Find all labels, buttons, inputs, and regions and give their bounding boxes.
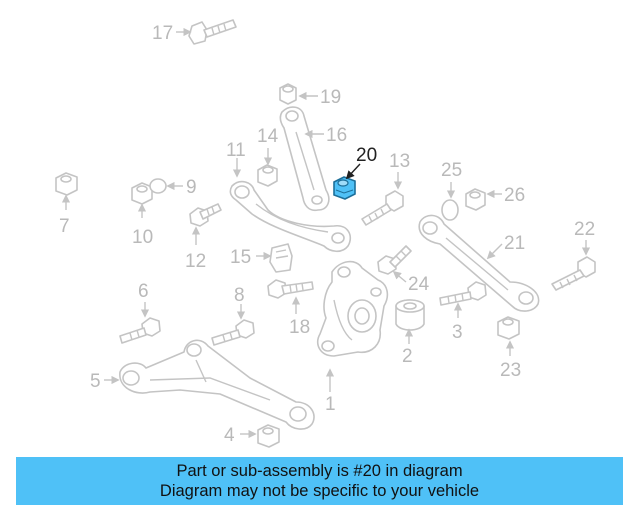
part-20-nut-highlighted <box>333 176 356 200</box>
callout-11: 11 <box>226 140 246 161</box>
part-4-nut <box>257 424 280 448</box>
part-15-bracket <box>269 243 293 273</box>
callout-23: 23 <box>500 360 521 381</box>
callout-2: 2 <box>402 346 413 367</box>
part-12-bolt <box>189 203 222 227</box>
part-14-nut <box>257 164 278 187</box>
callout-8: 8 <box>234 285 245 306</box>
part-17-bolt <box>188 19 237 45</box>
callout-19: 19 <box>320 87 341 108</box>
parts-exploded-diagram: 17 19 16 14 20 13 7 <box>55 19 596 448</box>
part-16-link <box>279 106 330 212</box>
caption-banner: Part or sub-assembly is #20 in diagram D… <box>16 457 623 505</box>
part-6-bolt <box>119 317 161 344</box>
part-3-bolt <box>439 281 487 306</box>
callout-5: 5 <box>90 371 101 392</box>
callout-24: 24 <box>408 274 430 295</box>
part-9-ring <box>149 178 167 194</box>
part-19-nut <box>279 83 297 105</box>
callout-20: 20 <box>356 145 377 166</box>
callout-13: 13 <box>389 151 410 172</box>
callout-16: 16 <box>326 125 347 146</box>
part-5-lower-arm <box>119 339 315 430</box>
part-11-control-arm <box>229 180 352 253</box>
part-1-knuckle <box>316 260 389 357</box>
callout-9: 9 <box>186 177 197 198</box>
callout-6: 6 <box>138 281 149 302</box>
part-23-nut <box>497 316 520 340</box>
caption-line-1: Part or sub-assembly is #20 in diagram <box>176 462 463 480</box>
caption-line-2: Diagram may not be specific to your vehi… <box>159 482 480 500</box>
callout-17: 17 <box>152 23 173 44</box>
part-21-link-arm <box>418 214 540 312</box>
part-8-bolt <box>211 319 255 346</box>
part-22-bolt <box>551 256 596 291</box>
part-10-nut <box>131 182 153 205</box>
part-18-bolt <box>267 279 314 299</box>
callout-21: 21 <box>504 233 525 254</box>
callout-14: 14 <box>257 126 279 147</box>
callout-12: 12 <box>185 251 206 272</box>
callout-1: 1 <box>325 394 336 415</box>
callout-25: 25 <box>441 160 462 181</box>
callout-22: 22 <box>574 219 595 240</box>
callout-4: 4 <box>224 425 235 446</box>
part-25-washer <box>441 199 459 221</box>
callout-26: 26 <box>504 185 525 206</box>
callout-15: 15 <box>230 247 251 268</box>
callout-3: 3 <box>452 322 463 343</box>
part-24-bolt <box>377 245 412 275</box>
callout-18: 18 <box>289 317 310 338</box>
part-2-bushing <box>395 299 425 331</box>
part-7-nut <box>55 172 78 196</box>
callout-7: 7 <box>59 216 70 237</box>
callout-10: 10 <box>132 227 153 248</box>
part-13-bolt <box>361 190 404 226</box>
part-26-nut <box>465 188 486 211</box>
